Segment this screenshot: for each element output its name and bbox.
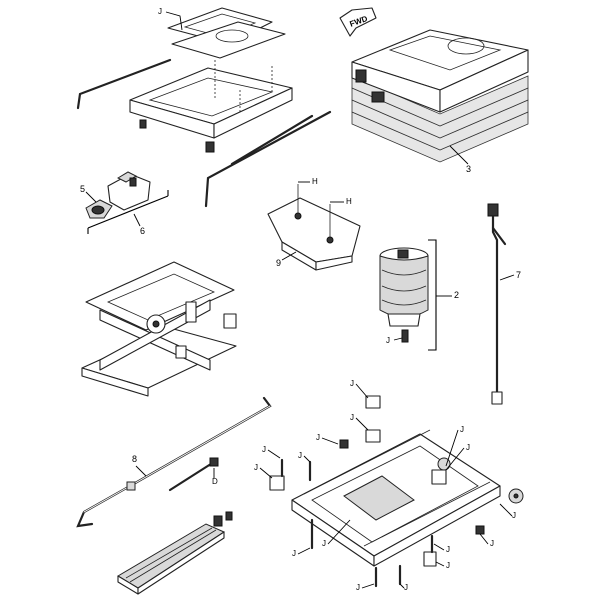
callout-j-b16: J <box>404 583 408 592</box>
fwd-arrow: FWD <box>339 7 377 37</box>
callout-6: 6 <box>140 226 145 236</box>
callout-j-top: J <box>158 7 162 16</box>
lever-rod-8 <box>76 396 272 528</box>
callout-j-b8: J <box>466 443 470 452</box>
cover-plate-9 <box>267 184 361 271</box>
callout-3: 3 <box>466 164 471 174</box>
callout-h-1: H <box>312 177 318 186</box>
callout-j-b5: J <box>254 463 258 472</box>
callout-j-b4: J <box>262 445 266 454</box>
seat-frame <box>129 60 293 153</box>
wiring-harness-7 <box>487 203 507 405</box>
cable-frame <box>230 114 314 166</box>
callout-8: 8 <box>132 454 137 464</box>
callout-j-b7: J <box>460 425 464 434</box>
callout-j-b1: J <box>350 379 354 388</box>
base-j-callouts: J J J J J J J J J J J J J J J J <box>254 379 516 592</box>
callout-2: 2 <box>454 290 459 300</box>
air-spring-2 <box>379 247 429 343</box>
callout-d: D <box>212 477 218 486</box>
cable-center <box>204 110 332 208</box>
callout-j-b13: J <box>292 549 296 558</box>
callout-j-b15: J <box>356 583 360 592</box>
callout-j-b11: J <box>446 545 450 554</box>
callout-5: 5 <box>80 184 85 194</box>
callout-j-b6: J <box>298 451 302 460</box>
latch-part-6 <box>107 171 151 211</box>
scissor-mechanism <box>81 261 237 397</box>
base-slide-frame <box>269 395 524 588</box>
callout-j-b3: J <box>316 433 320 442</box>
callout-h-2: H <box>346 197 352 206</box>
cable-left <box>76 58 172 110</box>
callout-9: 9 <box>276 258 281 268</box>
callout-j-b12: J <box>446 561 450 570</box>
pin-d <box>168 457 219 492</box>
callout-j-b14: J <box>322 539 326 548</box>
foot-rest <box>117 511 233 595</box>
suspension-seat-assembly <box>351 29 529 163</box>
callout-j-spring: J <box>386 336 390 345</box>
callout-j-b2: J <box>350 413 354 422</box>
seat-top-pan <box>167 7 286 59</box>
handle-part-5 <box>85 199 113 219</box>
callout-7: 7 <box>516 270 521 280</box>
callout-j-b9: J <box>512 511 516 520</box>
callout-j-b10: J <box>490 539 494 548</box>
